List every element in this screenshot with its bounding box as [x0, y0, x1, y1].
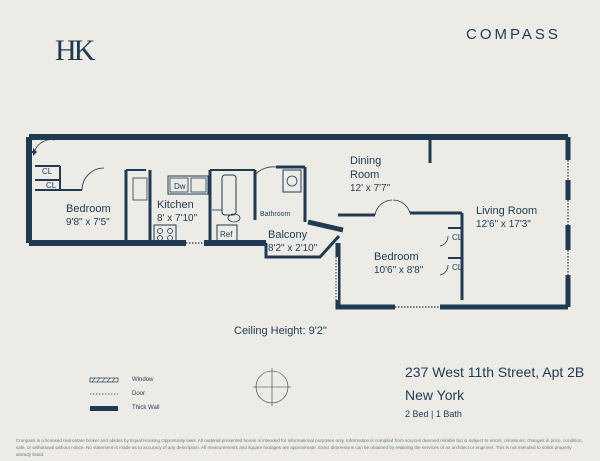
closet-label-1: CL [42, 167, 53, 176]
closet-label-3: CL [452, 233, 463, 242]
closet-label-4: CL [452, 263, 463, 272]
legend-door: Door [132, 391, 146, 397]
ceiling-height: Ceiling Height: 9'2" [234, 325, 327, 337]
dining-room-label: Dining Room 12' x 7'7" [350, 155, 391, 194]
legend-thick-wall: Thick Wall [132, 405, 160, 411]
listing-beds-baths: 2 Bed | 1 Bath [405, 409, 462, 419]
kitchen-label: Kitchen 8' x 7'10" [157, 199, 198, 224]
bedroom-1-label: Bedroom 9'8" x 7'5" [66, 203, 111, 228]
bathroom-label: Bathroom [260, 211, 291, 218]
living-room-label: Living Room 12'6" x 17'3" [476, 205, 538, 230]
bedroom-2-label: Bedroom 10'6" x 8'8" [374, 251, 424, 276]
listing-city: New York [405, 387, 465, 403]
listing-address: 237 West 11th Street, Apt 2B [405, 364, 585, 380]
refrigerator-label: Ref [220, 230, 233, 239]
compass-logo: COMPASS [466, 26, 561, 43]
legend-window: Window [132, 377, 154, 383]
closet-label-2: CL [46, 181, 57, 190]
disclaimer: Compass is a licensed real estate broker… [16, 438, 583, 457]
hk-logo: HK [55, 34, 95, 67]
balcony-label: Balcony 8'2" x 2'10" [268, 229, 318, 254]
dishwasher-label: Dw [174, 182, 186, 191]
